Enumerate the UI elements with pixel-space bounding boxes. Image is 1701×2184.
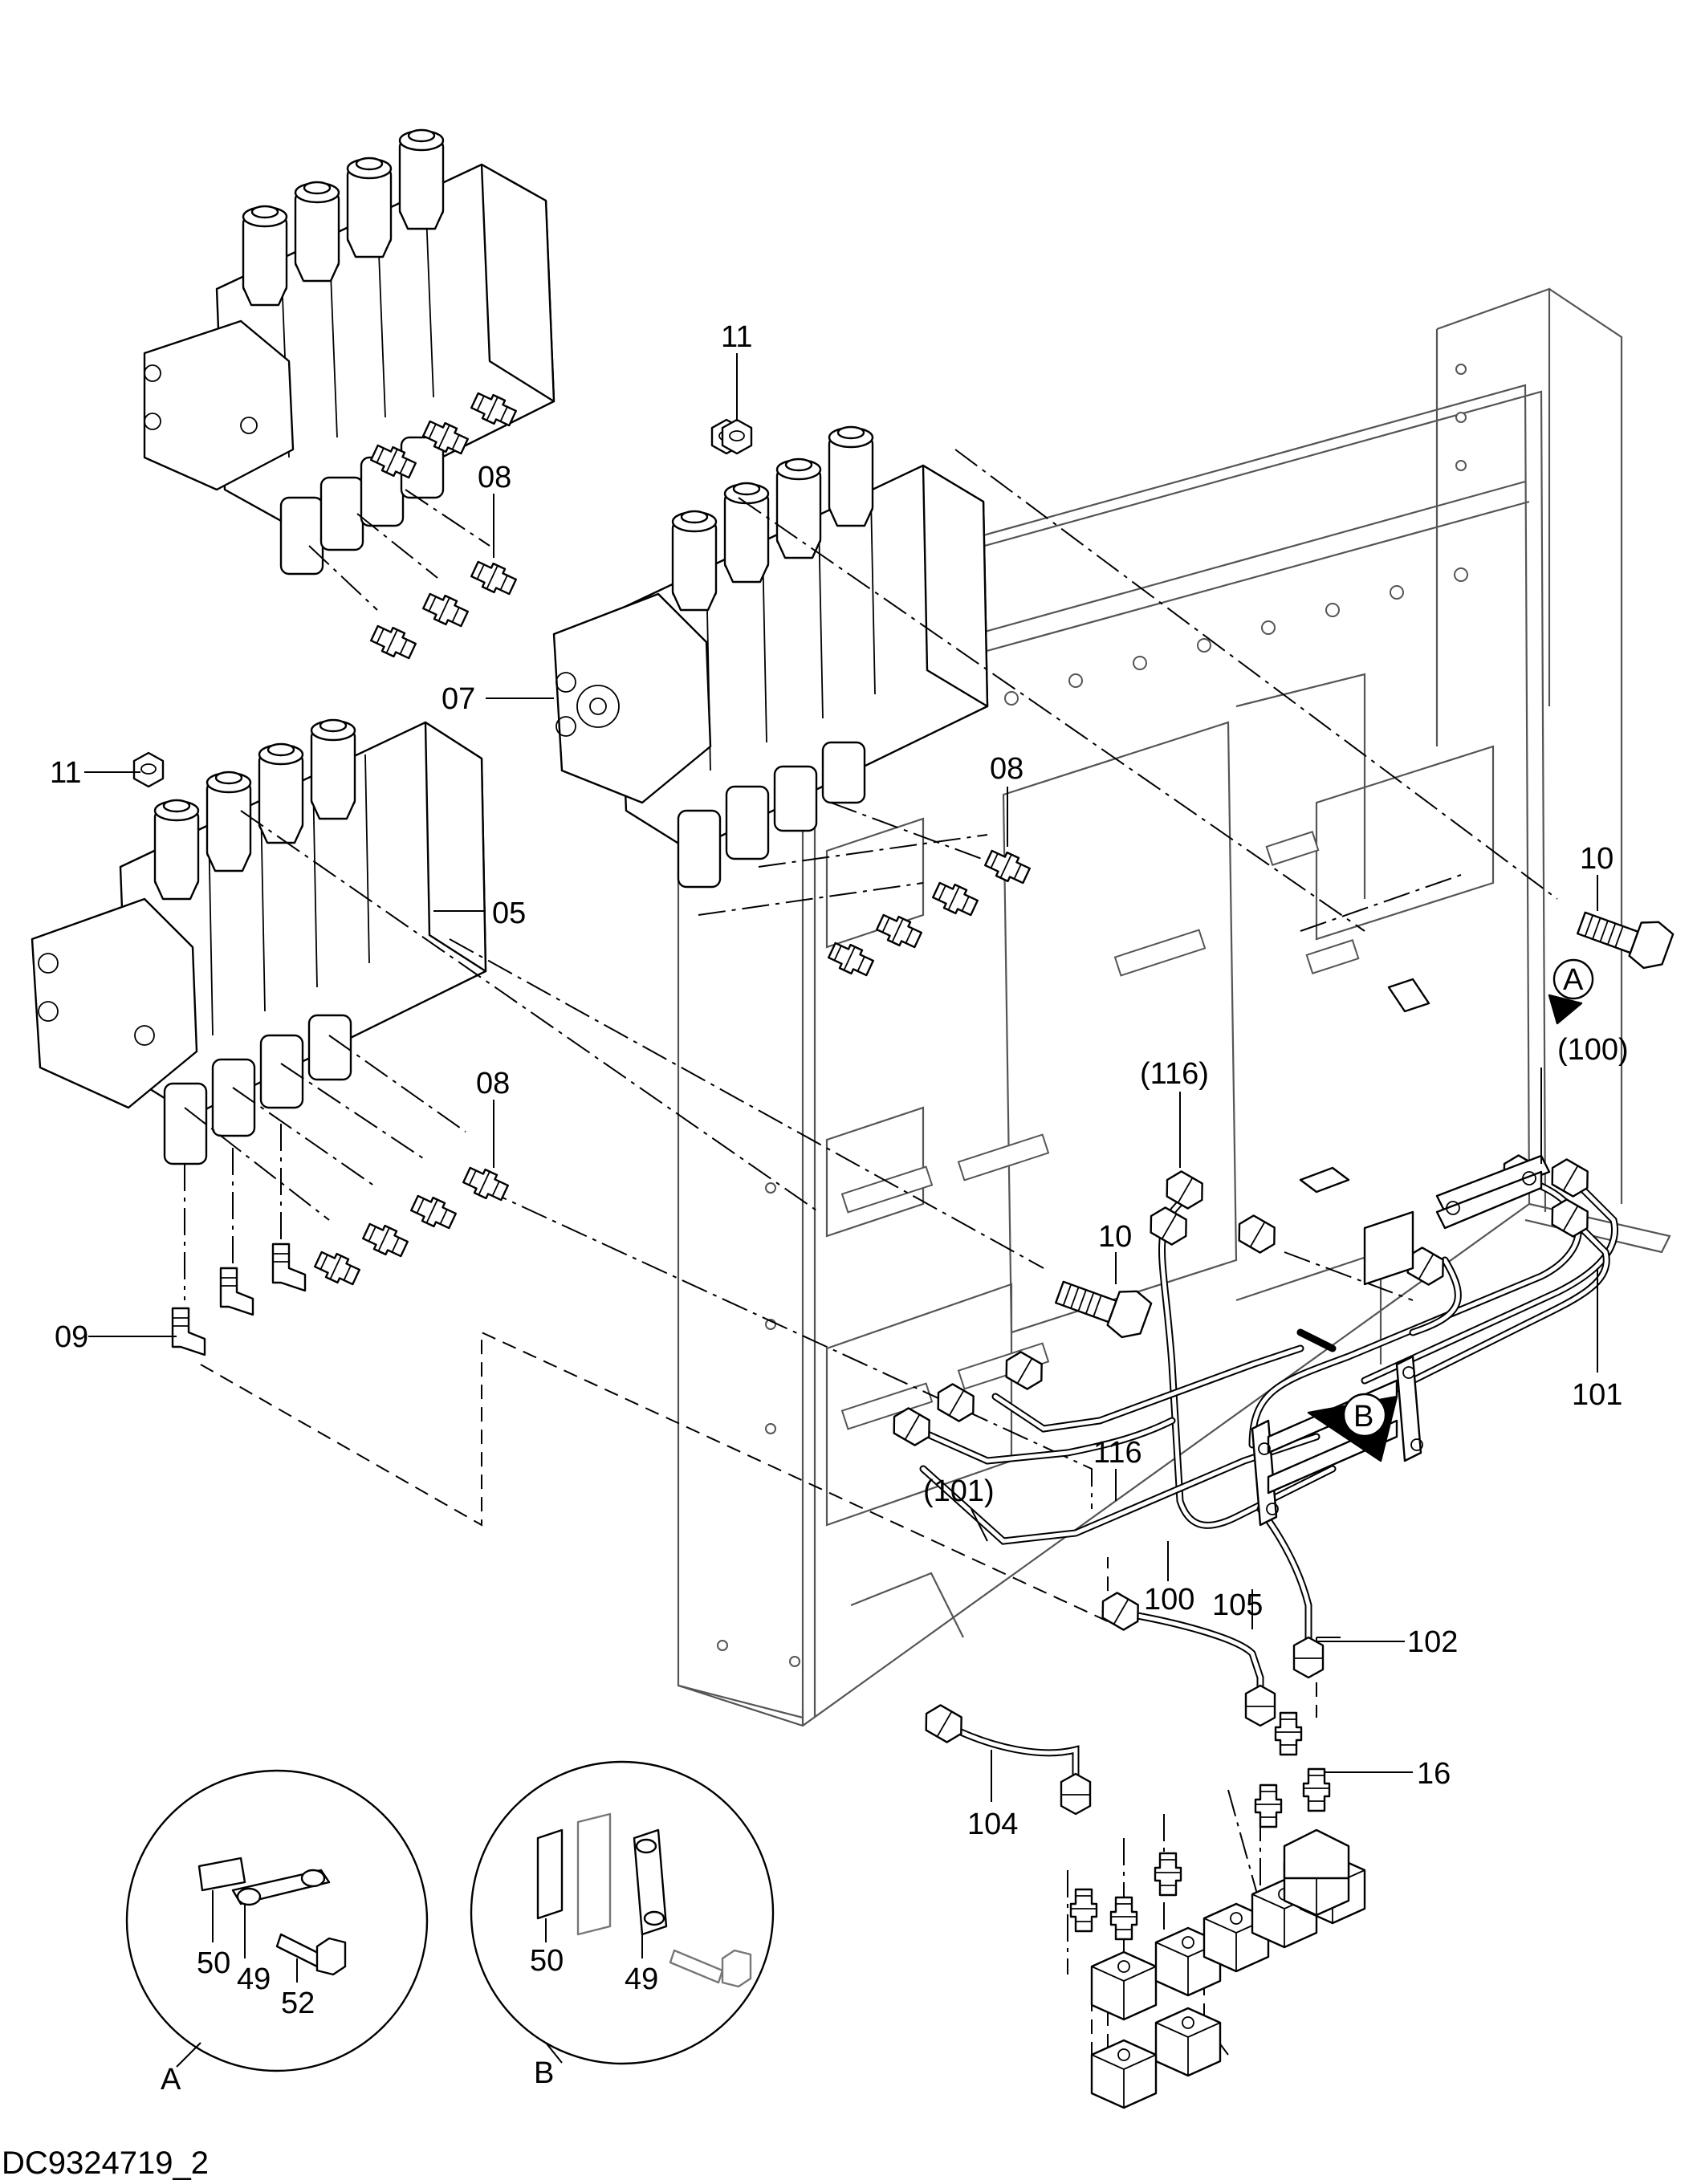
detail-a-title: A bbox=[161, 2063, 181, 2097]
callout-116-paren: (116) bbox=[1140, 1057, 1209, 1091]
detail-a-50: 50 bbox=[197, 1946, 230, 1980]
callout-11-top: 11 bbox=[721, 320, 752, 354]
manifold-blocks bbox=[1090, 1828, 1366, 2109]
detail-b-50: 50 bbox=[530, 1944, 564, 1978]
callout-10-mid: 10 bbox=[1098, 1220, 1132, 1254]
callout-102: 102 bbox=[1407, 1625, 1458, 1659]
callout-101-paren: (101) bbox=[923, 1474, 995, 1508]
control-valve-05 bbox=[31, 718, 487, 1165]
detail-a-52: 52 bbox=[281, 1987, 315, 2020]
detail-callouts: 50 49 52 A 50 49 B bbox=[161, 1944, 658, 2097]
detail-view-b bbox=[470, 1760, 775, 2065]
control-valve-07 bbox=[552, 418, 989, 889]
callout-101: 101 bbox=[1572, 1378, 1622, 1412]
callout-11-left: 11 bbox=[50, 756, 81, 790]
callout-09: 09 bbox=[55, 1320, 88, 1354]
drawing-code: DC9324719_2 bbox=[2, 2145, 209, 2181]
callout-100-paren: (100) bbox=[1557, 1033, 1629, 1067]
view-b-marker: B bbox=[1353, 1400, 1373, 1434]
callout-10-right: 10 bbox=[1580, 842, 1614, 876]
detail-b-49: 49 bbox=[625, 1962, 658, 1996]
callout-105: 105 bbox=[1212, 1588, 1263, 1622]
leader-lines bbox=[84, 353, 1598, 1802]
control-valve-upper bbox=[143, 128, 555, 611]
part-callouts: 11 08 07 08 11 05 10 A (116) (100) 08 10… bbox=[50, 320, 1629, 1841]
callout-05: 05 bbox=[492, 897, 526, 930]
main-frame bbox=[677, 287, 1671, 1727]
callout-08-low: 08 bbox=[476, 1067, 510, 1100]
callout-116: 116 bbox=[1093, 1436, 1142, 1470]
callout-16: 16 bbox=[1417, 1757, 1451, 1791]
view-a-marker: A bbox=[1563, 963, 1584, 997]
detail-view-a bbox=[125, 1769, 429, 2072]
callout-08-top: 08 bbox=[478, 461, 511, 494]
hoses bbox=[885, 1150, 1618, 1816]
view-arrow-b bbox=[1307, 1393, 1398, 1462]
callout-104: 104 bbox=[967, 1808, 1018, 1841]
view-arrow-a bbox=[1548, 958, 1594, 1025]
callout-08-mid: 08 bbox=[990, 752, 1023, 786]
detail-a-49: 49 bbox=[237, 1962, 271, 1996]
callout-07: 07 bbox=[442, 682, 475, 716]
callout-100: 100 bbox=[1144, 1583, 1194, 1617]
detail-b-title: B bbox=[534, 2056, 554, 2090]
